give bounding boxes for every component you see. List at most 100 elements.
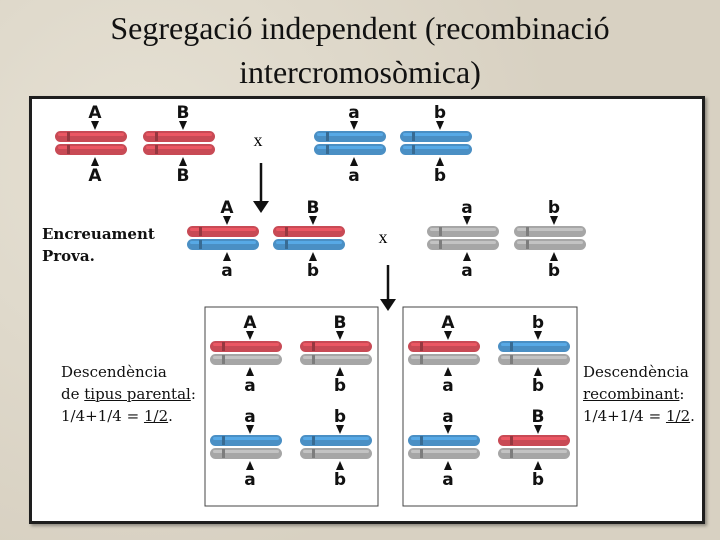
allele-label: b (334, 407, 346, 427)
test-cross-line-2: Prova. (42, 247, 95, 265)
allele-arrow-icon (550, 252, 558, 261)
chromosome-bottom (210, 354, 282, 365)
allele-label: b (548, 198, 560, 218)
chromosome-bottom (498, 354, 570, 365)
chromosome-bottom (55, 144, 127, 155)
allele-arrow-icon (179, 121, 187, 130)
chromosome-top (498, 435, 570, 446)
allele-arrow-icon (436, 157, 444, 166)
test-cross-label: Encreuament Prova. (42, 223, 155, 267)
chromosome-bottom (210, 448, 282, 459)
allele-arrow-icon (444, 461, 452, 470)
allele-arrow-icon (336, 331, 344, 340)
chromosome-pair: aa (210, 407, 282, 490)
parental-ratio-prefix: 1/4+1/4 = (61, 407, 144, 425)
chromosome-top (210, 435, 282, 446)
allele-arrow-icon (444, 331, 452, 340)
allele-label: a (221, 261, 232, 281)
allele-label: b (532, 313, 544, 333)
chromosome-bottom (400, 144, 472, 155)
allele-arrow-icon (534, 461, 542, 470)
allele-arrow-icon (436, 121, 444, 130)
recombinant-line-1: Descendència (583, 363, 689, 381)
chromosome-pair: aa (427, 198, 499, 281)
chromosome-top (187, 226, 259, 237)
allele-arrow-icon (91, 121, 99, 130)
allele-arrow-icon (336, 425, 344, 434)
allele-arrow-icon (534, 367, 542, 376)
allele-label: a (348, 103, 359, 123)
chromosome-top (514, 226, 586, 237)
arrow-down-icon (380, 265, 396, 311)
allele-arrow-icon (444, 367, 452, 376)
allele-label: b (434, 166, 446, 186)
chromosome-top (408, 341, 480, 352)
allele-label: a (348, 166, 359, 186)
allele-label: a (442, 376, 453, 396)
chromosome-pair: bb (300, 407, 372, 490)
chromosome-pair: bb (514, 198, 586, 281)
allele-arrow-icon (179, 157, 187, 166)
title-line-1: Segregació independent (recombinació (110, 10, 610, 46)
allele-arrow-icon (91, 157, 99, 166)
chromosome-bottom (498, 448, 570, 459)
allele-arrow-icon (463, 252, 471, 261)
chromosome-top (143, 131, 215, 142)
recombinant-ratio: 1/4+1/4 = 1/2. (583, 405, 695, 427)
slide-title: Segregació independent (recombinació int… (0, 6, 720, 94)
test-cross-line-1: Encreuament (42, 225, 155, 243)
chromosome-bottom (408, 354, 480, 365)
chromosome-top (300, 341, 372, 352)
allele-label: b (532, 470, 544, 490)
allele-label: a (442, 407, 453, 427)
allele-arrow-icon (444, 425, 452, 434)
allele-arrow-icon (223, 216, 231, 225)
chromosome-pair: BB (143, 103, 215, 186)
title-line-2: intercromosòmica) (239, 54, 481, 90)
parental-ratio-suffix: . (168, 407, 173, 425)
allele-label: b (434, 103, 446, 123)
chromosome-bottom (427, 239, 499, 250)
allele-arrow-icon (246, 331, 254, 340)
allele-label: a (442, 470, 453, 490)
allele-label: B (532, 407, 545, 427)
parental-colon: : (190, 385, 196, 403)
chromosome-bottom (143, 144, 215, 155)
chromosome-top (427, 226, 499, 237)
chromosome-bottom (187, 239, 259, 250)
parental-offspring-label: Descendència de tipus parental: 1/4+1/4 … (61, 361, 196, 427)
chromosome-pair: Aa (408, 313, 480, 396)
chromosome-pair: Aa (187, 198, 259, 281)
allele-label: A (220, 198, 234, 218)
allele-label: b (548, 261, 560, 281)
allele-label: b (307, 261, 319, 281)
allele-label: A (88, 103, 102, 123)
chromosome-pair: Bb (498, 407, 570, 490)
allele-arrow-icon (336, 367, 344, 376)
allele-arrow-icon (350, 121, 358, 130)
allele-label: B (334, 313, 347, 333)
recombinant-line-2: recombinant: (583, 383, 695, 405)
allele-arrow-icon (463, 216, 471, 225)
allele-arrow-icon (534, 331, 542, 340)
chromosome-top (408, 435, 480, 446)
allele-label: b (334, 376, 346, 396)
parental-type-text: tipus parental (84, 385, 191, 403)
recombinant-ratio-value: 1/2 (665, 407, 691, 425)
chromosome-bottom (300, 448, 372, 459)
allele-arrow-icon (309, 252, 317, 261)
allele-arrow-icon (336, 461, 344, 470)
cross-symbol-2: x (379, 227, 388, 247)
allele-label: B (177, 103, 190, 123)
chromosome-bottom (314, 144, 386, 155)
allele-label: a (461, 198, 472, 218)
recombinant-ratio-prefix: 1/4+1/4 = (583, 407, 666, 425)
allele-arrow-icon (223, 252, 231, 261)
chromosome-pair: Bb (273, 198, 345, 281)
allele-arrow-icon (246, 461, 254, 470)
recombinant-offspring-box (402, 306, 578, 507)
recombinant-colon: : (679, 385, 685, 403)
chromosome-pair: Bb (300, 313, 372, 396)
